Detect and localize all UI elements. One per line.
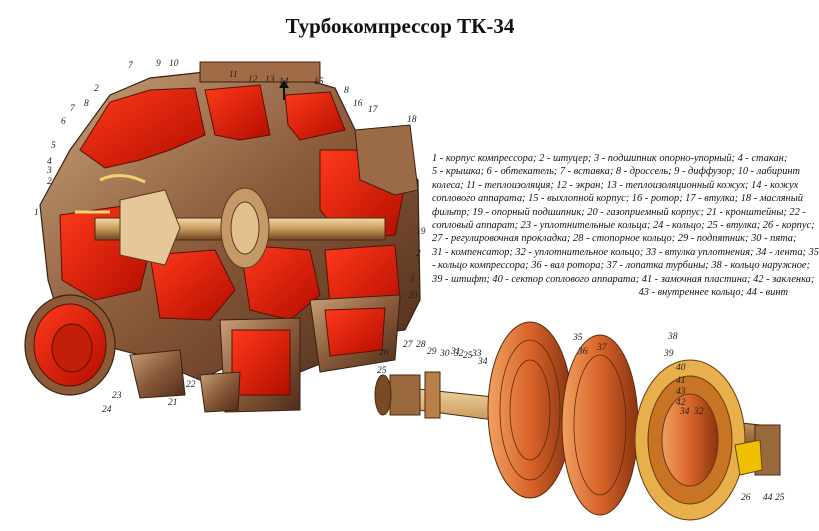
- callout-label: 42: [676, 398, 686, 408]
- callout-label: 17: [368, 105, 379, 115]
- callout-label: 25: [463, 351, 473, 361]
- callout-label: 32: [453, 349, 464, 359]
- diagram-title: Турбокомпрессор ТК-34: [285, 14, 515, 38]
- callout-label: 7: [128, 61, 134, 71]
- callout-label: 25: [377, 366, 387, 376]
- callout-label: 41: [676, 376, 686, 386]
- callout-label: 22: [186, 380, 196, 390]
- callout-label: 8: [84, 99, 89, 109]
- callout-label: 43: [676, 387, 686, 397]
- callout-label: 27: [403, 340, 414, 350]
- legend-line: 27 - регулировочная прокладка; 28 - стоп…: [432, 233, 797, 245]
- callout-label: 10: [169, 59, 179, 69]
- callout-label: 5: [410, 275, 415, 285]
- callout-label: 7: [70, 104, 76, 114]
- callout-label: 15: [314, 77, 324, 87]
- callout-label: 38: [667, 332, 678, 342]
- callout-label: 37: [596, 343, 608, 353]
- callout-label: 23: [112, 391, 122, 401]
- legend-line: 39 - штифт; 40 - сектор соплового аппара…: [432, 273, 815, 285]
- callout-label: 28: [416, 340, 426, 350]
- callout-label: 8: [344, 86, 349, 96]
- legend-line: соплового аппарата; 15 - выхлопной корпу…: [432, 193, 803, 205]
- callout-label: 24: [102, 405, 112, 415]
- callout-label: 21: [168, 398, 178, 408]
- callout-label: 2: [416, 249, 421, 259]
- callout-label: 16: [353, 99, 363, 109]
- callout-label: 2: [47, 177, 52, 187]
- callout-label: 32: [693, 407, 704, 417]
- callout-label: 2: [94, 84, 99, 94]
- callout-label: 44: [763, 493, 773, 503]
- callout-label: 12: [248, 75, 258, 85]
- callout-label: 4: [47, 157, 52, 167]
- legend-line: сопловый аппарат; 23 - уплотнительные ко…: [432, 220, 815, 232]
- callout-label: 34: [477, 357, 488, 367]
- callout-label: 9: [156, 59, 161, 69]
- callout-label: 19: [416, 227, 426, 237]
- callout-label: 18: [407, 115, 417, 125]
- callout-label: 20: [408, 291, 418, 301]
- callout-label: 11: [229, 70, 238, 80]
- legend-line: фильтр; 19 - опорный подшипник; 20 - газ…: [432, 206, 806, 218]
- callout-label: 26: [741, 493, 751, 503]
- callout-label: 35: [572, 333, 583, 343]
- assembled-cutaway: [24, 61, 421, 413]
- callout-label: 14: [279, 77, 289, 87]
- callout-label: 36: [577, 347, 588, 357]
- callout-labels-right: 35 36 37 38 39 26 27 28 29 25 30 31 32 2…: [377, 332, 785, 503]
- legend-line: - кольцо компрессора; 36 - вал ротора; 3…: [432, 260, 810, 272]
- legend-line: 1 - корпус компрессора; 2 - штуцер; 3 - …: [432, 153, 788, 164]
- callout-label: 3: [46, 166, 52, 176]
- legend-line: 31 - компенсатор; 32 - уплотнительное ко…: [432, 246, 819, 258]
- exploded-rotor: [374, 321, 781, 521]
- callout-label: 6: [61, 117, 66, 127]
- parts-legend: 1 - корпус компрессора; 2 - штуцер; 3 - …: [432, 152, 819, 299]
- callout-label: 31: [450, 347, 461, 357]
- callout-label: 33: [471, 349, 482, 359]
- legend-line: 43 - внутреннее кольцо; 44 - винт: [638, 287, 788, 299]
- callout-labels-left: 7 9 10 11 12 13 14 15 2 8 8 16 17 18 7 6…: [34, 59, 426, 415]
- callout-label: 25: [775, 493, 785, 503]
- turbocharger-illustration: 7 9 10 11 12 13 14 15 2 8 8 16 17 18 7 6…: [24, 59, 785, 521]
- callout-label: 34: [679, 407, 690, 417]
- callout-label: 5: [51, 141, 56, 151]
- callout-label: 40: [676, 363, 686, 373]
- callout-label: 26: [379, 348, 389, 358]
- callout-label: 30: [439, 349, 450, 359]
- callout-label: 1: [34, 208, 39, 218]
- legend-line: 5 - крышка; 6 - обтекатель; 7 - вставка;…: [432, 166, 801, 178]
- legend-line: колеса; 11 - теплоизоляция; 12 - экран; …: [432, 179, 799, 191]
- callout-label: 39: [663, 349, 674, 359]
- callout-label: 29: [427, 347, 437, 357]
- callout-label: 13: [265, 75, 275, 85]
